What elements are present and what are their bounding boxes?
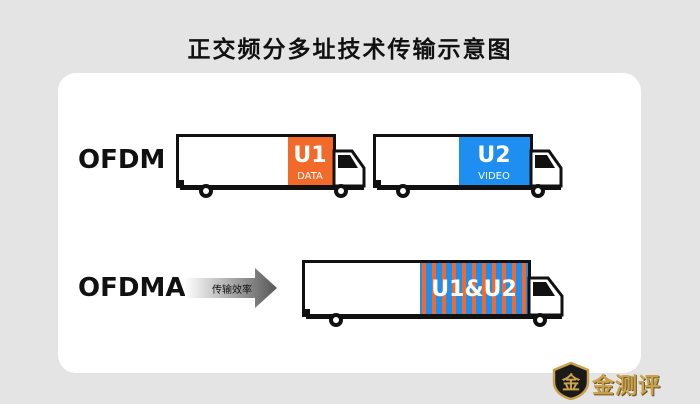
- cargo-u2-sub: VIDEO: [478, 171, 510, 182]
- logo-text: 金测评: [592, 374, 662, 399]
- logo-badge-char: 金: [561, 372, 581, 394]
- ofdma-label: OFDMA: [78, 273, 186, 303]
- arrow-label: 传输效率: [212, 285, 252, 296]
- cargo-shared-title: U1&U2: [431, 277, 517, 302]
- truck-u1: U1 DATA: [176, 134, 366, 198]
- cargo-u1-title: U1: [293, 143, 326, 168]
- cargo-u1-sub: DATA: [297, 171, 323, 182]
- shield-icon: 金: [552, 362, 590, 400]
- diagram-title: 正交频分多址技术传输示意图: [187, 37, 513, 63]
- truck-u2: U2 VIDEO: [373, 134, 563, 198]
- cargo-shared-block: [420, 263, 528, 314]
- efficiency-arrow: 传输效率: [185, 268, 277, 308]
- cargo-u2-block: [459, 137, 530, 185]
- cargo-u1-block: [288, 137, 333, 185]
- cargo-u2-title: U2: [477, 143, 510, 168]
- truck-u1-u2: U1&U2: [302, 260, 564, 327]
- arrow-right-icon: [185, 268, 277, 308]
- ofdm-label: OFDM: [78, 145, 166, 175]
- brand-logo: 金 金测评: [552, 362, 692, 402]
